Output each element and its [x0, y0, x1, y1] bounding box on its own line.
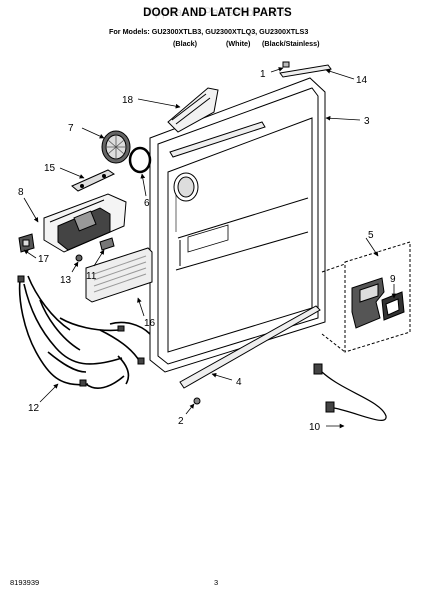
callout-9: 9: [390, 274, 396, 285]
callout-8: 8: [18, 187, 24, 198]
page-number: 3: [214, 578, 219, 587]
callout-11: 11: [86, 271, 97, 282]
callout-17: 17: [38, 254, 50, 265]
page-title: DOOR AND LATCH PARTS: [143, 7, 292, 19]
gasket-ring: [128, 146, 152, 174]
harness-connectors: [17, 275, 145, 387]
bottom-trim-strip: [179, 305, 321, 389]
latch-assembly: [43, 193, 127, 253]
callout-12: 12: [28, 403, 40, 414]
handle-bracket: [71, 169, 116, 192]
top-trim-strip: [169, 64, 332, 158]
callout-7: 7: [68, 123, 74, 134]
callout-13: 13: [60, 275, 72, 286]
wiring-harness: [18, 275, 151, 389]
callout-2: 2: [178, 416, 184, 427]
wire-lead: [313, 363, 387, 421]
top-screw: [282, 61, 290, 68]
callout-16: 16: [144, 318, 156, 329]
callout-3: 3: [364, 116, 370, 127]
callout-5: 5: [368, 230, 374, 241]
callout-6: 6: [144, 198, 150, 209]
callout-15: 15: [44, 163, 56, 174]
bottom-screw: [193, 397, 201, 405]
callout-14: 14: [356, 75, 368, 86]
variant-black-stainless: (Black/Stainless): [262, 39, 320, 48]
vent-box-outline: [321, 241, 411, 353]
callout-10: 10: [309, 422, 321, 433]
latch-clip: [99, 237, 115, 251]
inner-door-panel: [149, 77, 326, 373]
models-line: For Models: GU2300XTLB3, GU2300XTLQ3, GU…: [109, 27, 309, 36]
vent-gasket: [167, 87, 219, 133]
callout-18: 18: [122, 95, 134, 106]
callout-4: 4: [236, 377, 242, 388]
panel-opening: [173, 172, 199, 202]
door-switch: [18, 233, 35, 253]
vent-seal: [381, 291, 405, 321]
variant-black: (Black): [173, 39, 197, 48]
vent-fan-wheel: [101, 130, 131, 164]
doc-number: 8193939: [10, 578, 40, 587]
callout-labels: 1 14 18 3 7 6 15 8 5 9 17 13 11 16 12 4 …: [18, 69, 396, 433]
variant-white: (White): [226, 39, 251, 48]
leader-lines: [23, 67, 397, 429]
callout-1: 1: [260, 69, 266, 80]
latch-screw: [75, 254, 83, 262]
vent-housing: [351, 277, 385, 329]
control-housing: [85, 247, 153, 303]
